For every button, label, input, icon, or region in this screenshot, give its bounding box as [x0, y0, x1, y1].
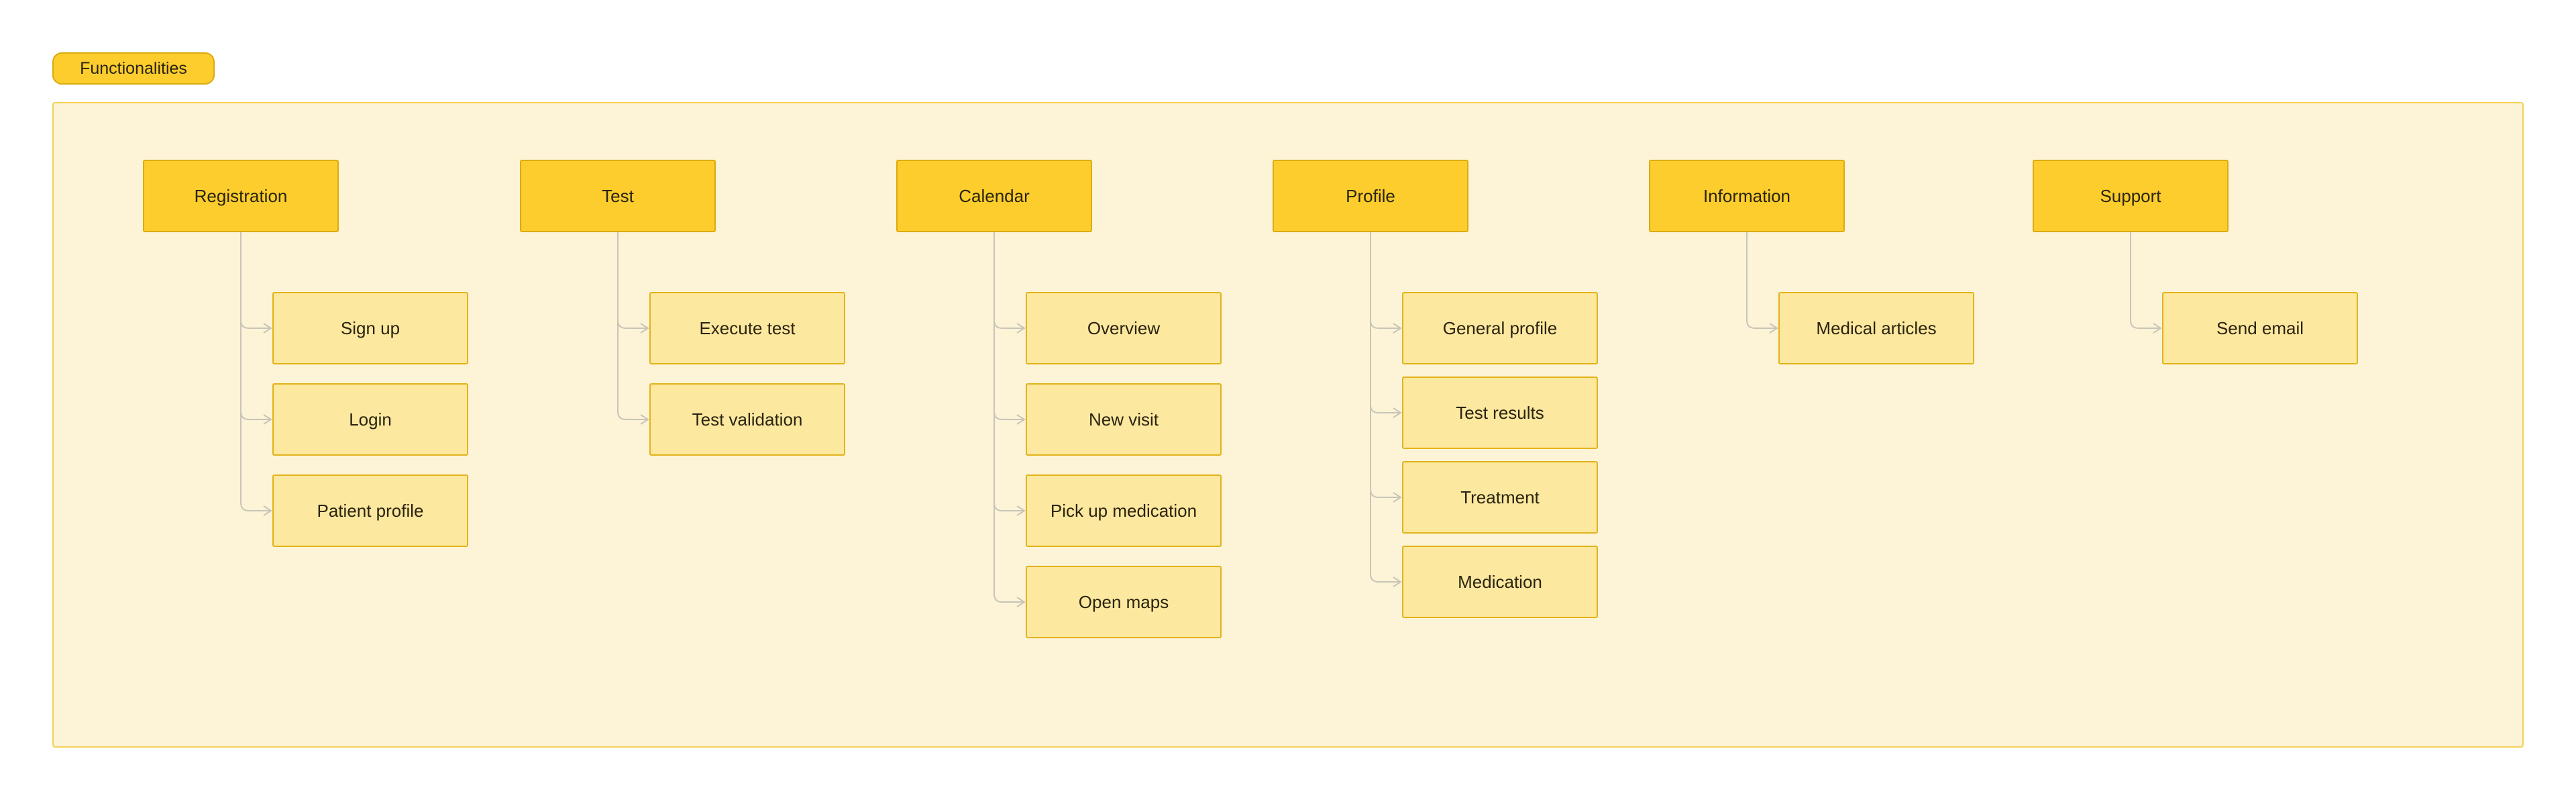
connector-branch: [240, 319, 271, 329]
connector-branch: [994, 411, 1024, 420]
arrowhead-icon: [1769, 323, 1778, 334]
arrowhead-icon: [1393, 492, 1402, 503]
node-test: Test: [520, 160, 716, 232]
connector-branch: [1746, 319, 1777, 329]
connector-branch: [994, 319, 1024, 329]
arrowhead-icon: [1016, 505, 1026, 516]
connector-branch: [617, 319, 648, 329]
section-label: Functionalities: [52, 52, 215, 85]
node-test-validation: Test validation: [649, 383, 845, 456]
node-sign-up: Sign up: [272, 292, 468, 364]
connector-branch: [1370, 573, 1401, 583]
node-open-maps: Open maps: [1026, 566, 1222, 638]
node-patient-profile: Patient profile: [272, 474, 468, 547]
node-pick-up-medication: Pick up medication: [1026, 474, 1222, 547]
node-send-email: Send email: [2162, 292, 2358, 364]
node-new-visit: New visit: [1026, 383, 1222, 456]
node-information: Information: [1649, 160, 1845, 232]
node-treatment: Treatment: [1402, 461, 1598, 534]
connector-branch: [617, 411, 648, 420]
node-overview: Overview: [1026, 292, 1222, 364]
connector-branch: [2130, 319, 2161, 329]
arrowhead-icon: [2153, 323, 2162, 334]
arrowhead-icon: [1016, 597, 1026, 607]
arrowhead-icon: [1016, 414, 1026, 425]
node-registration: Registration: [143, 160, 339, 232]
node-general-profile: General profile: [1402, 292, 1598, 364]
arrowhead-icon: [263, 323, 272, 334]
connector-branch: [1370, 489, 1401, 498]
connector-branch: [994, 593, 1024, 603]
node-medical-articles: Medical articles: [1778, 292, 1974, 364]
arrowhead-icon: [1393, 407, 1402, 418]
arrowhead-icon: [263, 505, 272, 516]
node-support: Support: [2033, 160, 2229, 232]
node-calendar: Calendar: [896, 160, 1092, 232]
connector-branch: [240, 411, 271, 420]
arrowhead-icon: [1393, 323, 1402, 334]
node-execute-test: Execute test: [649, 292, 845, 364]
node-profile: Profile: [1273, 160, 1468, 232]
connector-branch: [240, 502, 271, 511]
node-test-results: Test results: [1402, 377, 1598, 449]
arrowhead-icon: [640, 414, 649, 425]
connector-branch: [1370, 404, 1401, 413]
connector-branch: [994, 502, 1024, 511]
arrowhead-icon: [263, 414, 272, 425]
connector-branch: [1370, 319, 1401, 329]
arrowhead-icon: [1016, 323, 1026, 334]
node-login: Login: [272, 383, 468, 456]
arrowhead-icon: [1393, 577, 1402, 587]
node-medication: Medication: [1402, 546, 1598, 618]
arrowhead-icon: [640, 323, 649, 334]
